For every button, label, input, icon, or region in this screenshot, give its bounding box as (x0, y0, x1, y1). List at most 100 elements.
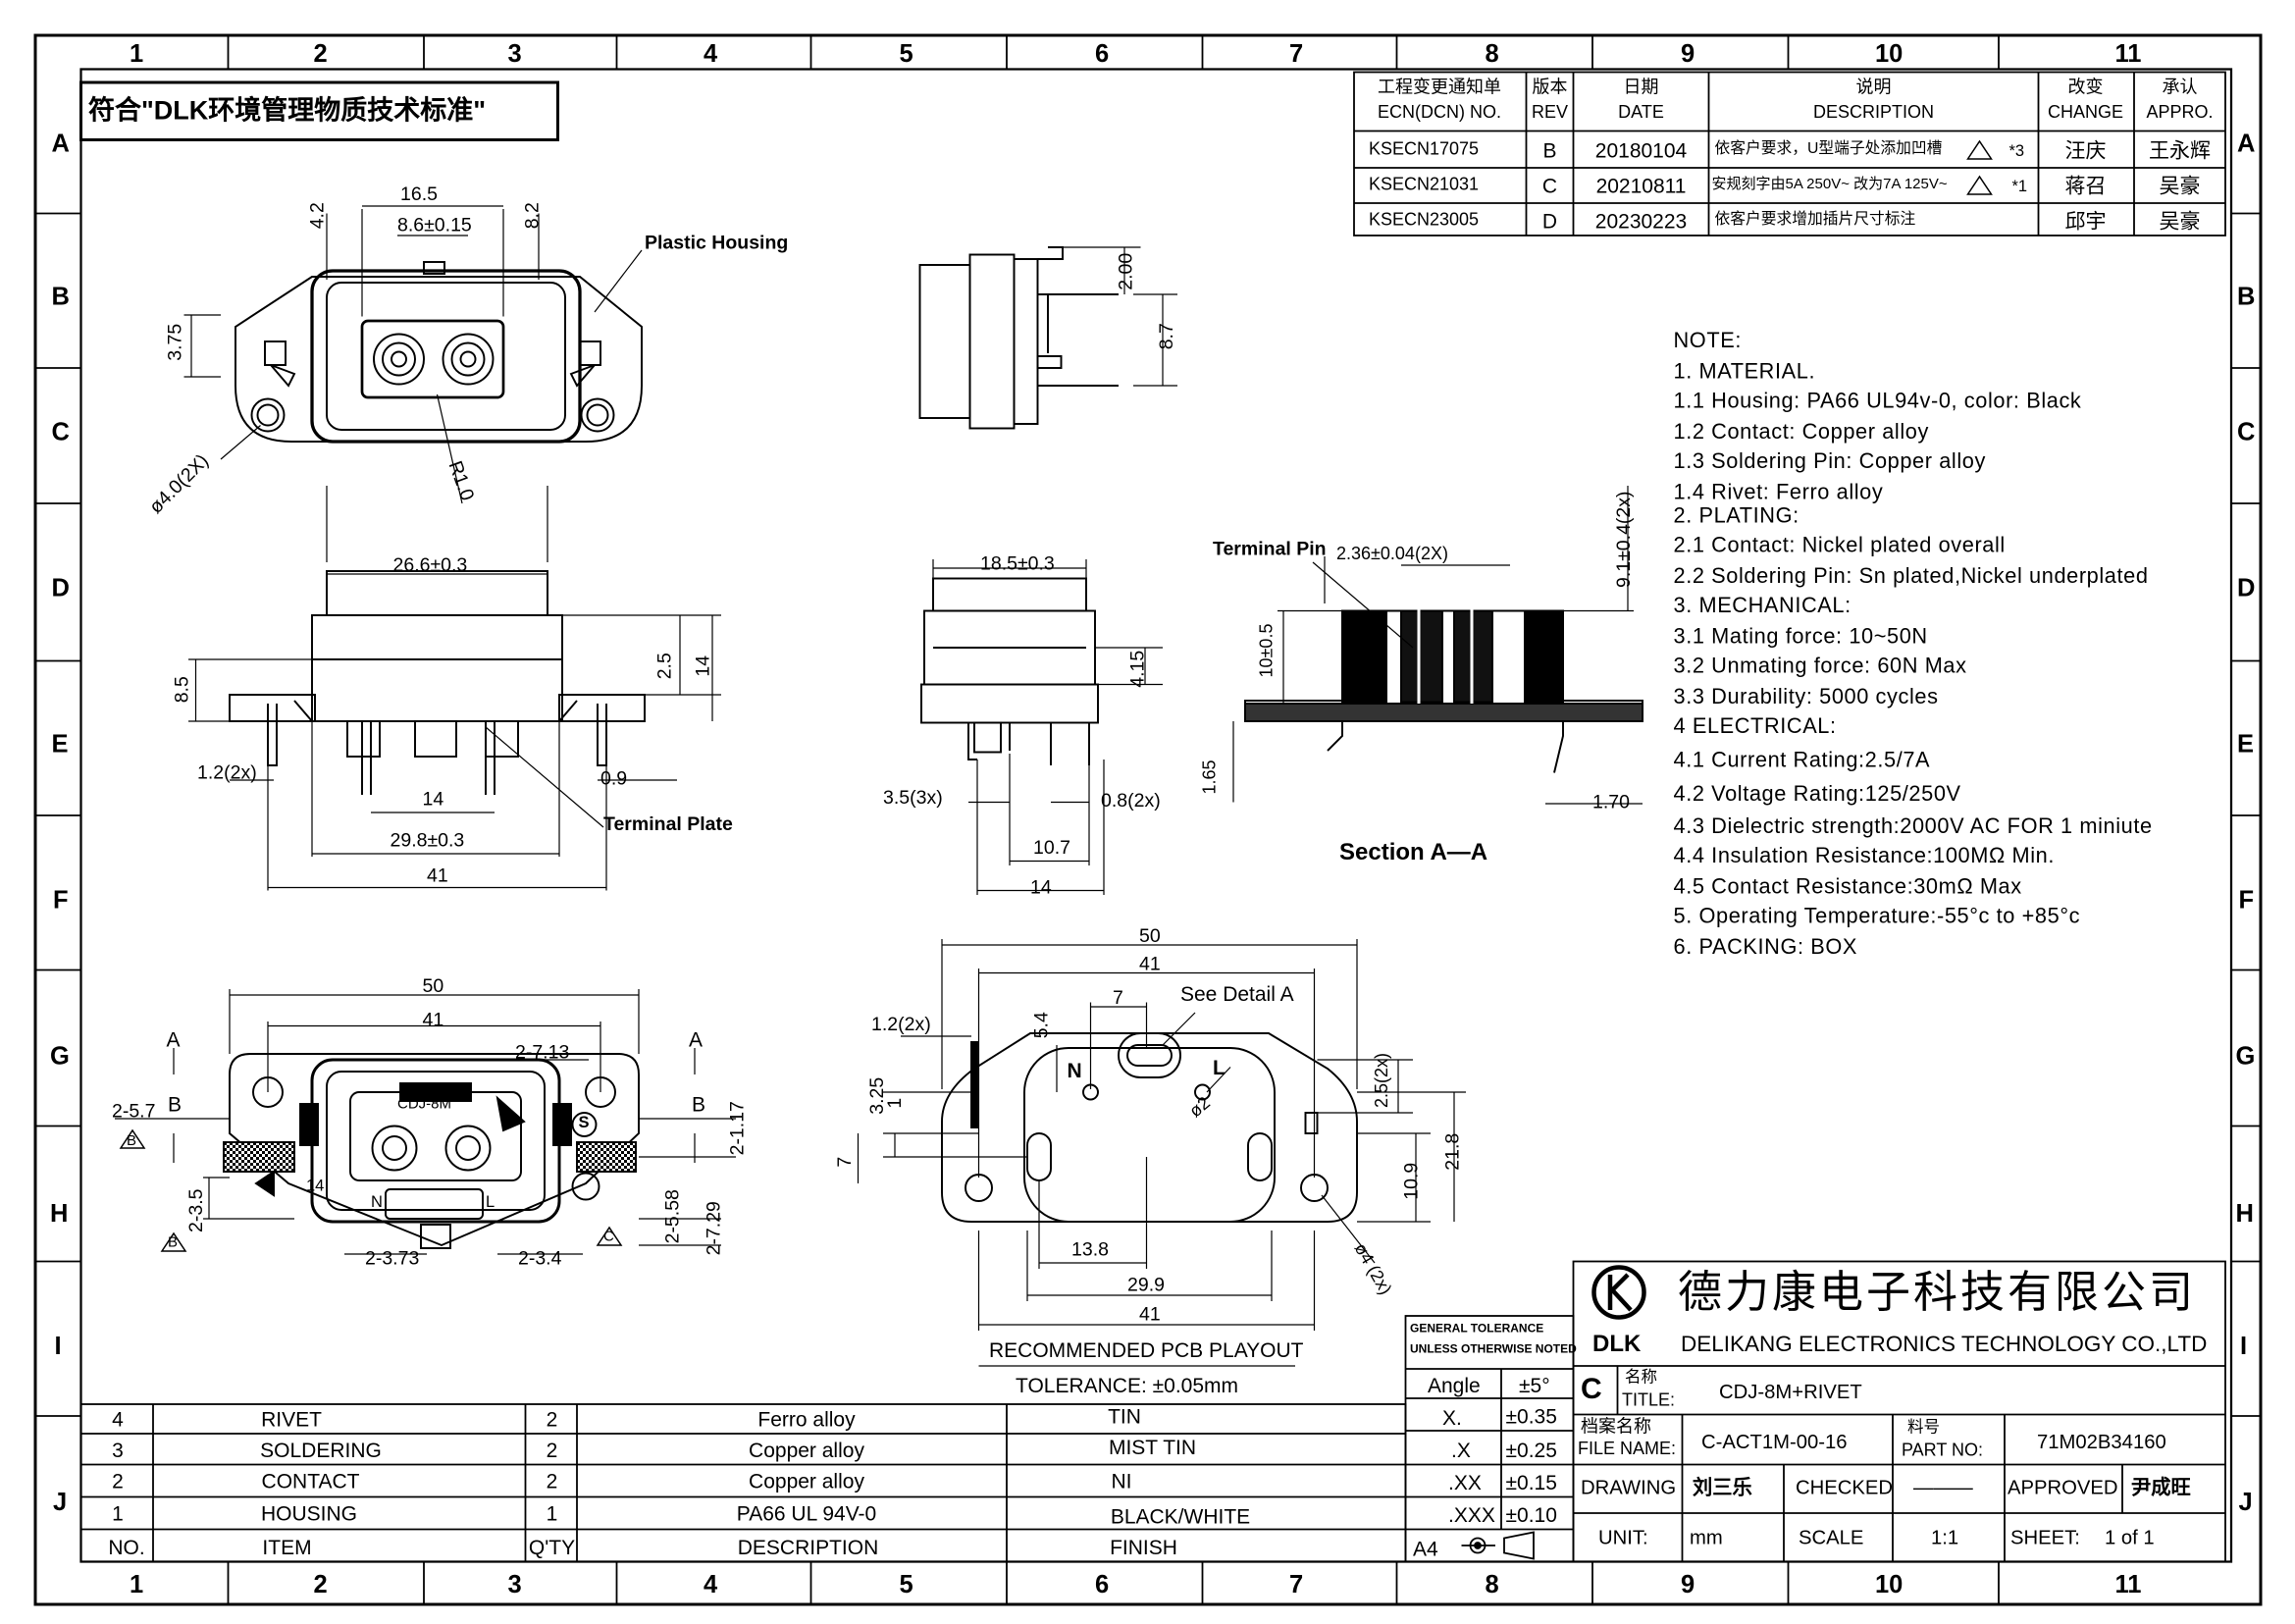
col-label-1: 1 (130, 39, 144, 68)
col-label-5-bottom: 5 (899, 1570, 913, 1598)
bom-row-no: 2 (112, 1469, 124, 1493)
top-view (183, 205, 643, 504)
note-line: 4.3 Dielectric strength:2000V AC FOR 1 m… (1673, 815, 2153, 839)
callout-terminal-pin: Terminal Pin (1213, 537, 1327, 559)
dim-1-2-pcb: 1.2(2x) (871, 1013, 931, 1035)
bom-row-desc: PA66 UL 94V-0 (736, 1501, 877, 1525)
file-label-en: FILE NAME: (1578, 1438, 1677, 1459)
tolerance-value: ±0.10 (1505, 1502, 1557, 1527)
note-line: NOTE: (1673, 330, 1742, 353)
rev-mark-c-icon: C (603, 1229, 614, 1245)
bom-row-item: HOUSING (260, 1501, 358, 1525)
tolerance-key: .XXX (1448, 1502, 1495, 1527)
bom-row-desc: Ferro alloy (757, 1407, 856, 1431)
dim-10-9: 10.9 (1399, 1162, 1423, 1200)
note-line: 2.2 Soldering Pin: Sn plated,Nickel unde… (1673, 565, 2149, 589)
tolerance-key: .XX (1448, 1470, 1482, 1494)
rev-row-note: *1 (2011, 178, 2028, 196)
tolerance-value: ±0.35 (1505, 1404, 1557, 1428)
triangle-c-icon (596, 1226, 623, 1246)
rev-row-rev: C (1541, 174, 1558, 197)
part-no: 71M02B34160 (2037, 1431, 2166, 1453)
col-label-8: 8 (1485, 39, 1499, 68)
col-label-10: 10 (1875, 39, 1904, 68)
tolerance-key: X. (1442, 1405, 1462, 1430)
tolerance-key: .X (1451, 1438, 1471, 1462)
bom-row-no: 4 (112, 1407, 124, 1431)
rev-row-date: 20230223 (1594, 209, 1688, 233)
row-label-c: C (51, 418, 70, 446)
rev-header-change-cn: 改变 (2067, 77, 2104, 97)
col-label-5: 5 (899, 39, 913, 68)
note-line: 1.2 Contact: Copper alloy (1673, 421, 1929, 445)
row-label-i-right: I (2240, 1332, 2248, 1360)
dim-8-6: 8.6±0.15 (397, 213, 472, 236)
section-mark-a-left: A (166, 1027, 181, 1051)
dim-13-8: 13.8 (1071, 1237, 1109, 1260)
bom-header-item: ITEM (262, 1535, 312, 1559)
row-label-d: D (51, 574, 70, 602)
row-label-e: E (51, 730, 69, 759)
bom-row-finish: MIST TIN (1108, 1435, 1197, 1459)
checked-by: ——— (1913, 1476, 1973, 1498)
row-label-i: I (54, 1332, 62, 1360)
dim-16-5: 16.5 (400, 183, 438, 205)
section-aa-view (1232, 486, 1643, 805)
col-label-2: 2 (313, 39, 328, 68)
sheet-size: A4 (1413, 1537, 1438, 1560)
row-label-a-right: A (2237, 130, 2256, 158)
rev-header-appro-en: APPRO. (2146, 101, 2214, 123)
mark-model: CDJ-8M (397, 1096, 452, 1113)
drawing-by: 刘三乐 (1693, 1476, 1752, 1498)
note-line: 4.2 Voltage Rating:125/250V (1673, 783, 1961, 807)
rev-row-note: *3 (2008, 142, 2025, 161)
dim-0-8-2x: 0.8(2x) (1101, 789, 1161, 812)
dim-2-5-2x: 2.5(2x) (1371, 1052, 1392, 1109)
dim-3-5-3x: 3.5(3x) (883, 786, 943, 809)
row-label-g-right: G (2235, 1042, 2256, 1071)
approved-label: APPROVED (2008, 1476, 2118, 1498)
note-line: 1.1 Housing: PA66 UL94v-0, color: Black (1673, 390, 2082, 414)
col-label-2-bottom: 2 (313, 1570, 328, 1598)
pcb-mark-n: N (1067, 1058, 1082, 1082)
callout-plastic-housing: Plastic Housing (645, 231, 789, 253)
dim-14-side: 14 (1030, 875, 1052, 898)
pcb-caption: RECOMMENDED PCB PLAYOUT (989, 1337, 1304, 1362)
front-view (188, 486, 721, 891)
rev-row-rev: B (1542, 138, 1557, 162)
row-label-f-right: F (2238, 886, 2255, 915)
rev-row-desc: 依客户要求增加插片尺寸标注 (1714, 210, 1916, 229)
dim-10-7: 10.7 (1033, 836, 1070, 859)
row-label-j-right: J (2238, 1488, 2253, 1516)
rev-row-appro: 吴豪 (2159, 174, 2201, 197)
rev-header-appro-cn: 承认 (2162, 77, 2198, 97)
col-label-9: 9 (1681, 39, 1695, 68)
dim-5-4: 5.4 (1029, 1012, 1052, 1039)
rev-row-desc: 依客户要求，U型端子处添加凹槽 (1714, 139, 1943, 158)
rev-row-appro: 王永辉 (2149, 138, 2211, 162)
side-view (920, 559, 1163, 895)
row-label-f: F (53, 886, 69, 915)
mark-14: 14 (306, 1178, 325, 1195)
rev-row-ecn: KSECN17075 (1369, 138, 1480, 159)
rev-row-change: 蒋召 (2064, 174, 2107, 197)
col-label-9-bottom: 9 (1681, 1570, 1695, 1598)
note-line: 2.1 Contact: Nickel plated overall (1673, 534, 2006, 558)
title-rev: C (1581, 1373, 1602, 1406)
dim-41-bottom: 41 (422, 1008, 444, 1030)
rev-header-date-cn: 日期 (1623, 77, 1659, 97)
title-label-cn: 名称 (1625, 1369, 1657, 1387)
dim-1-pcb: 1 (883, 1097, 906, 1109)
rev-row-rev: D (1541, 209, 1558, 233)
bom-row-qty: 2 (546, 1438, 558, 1462)
note-line: 3.3 Durability: 5000 cycles (1673, 686, 1939, 709)
note-line: 2. PLATING: (1673, 504, 1799, 529)
bom-row-desc: Copper alloy (749, 1438, 864, 1462)
logo-text: DLK (1592, 1332, 1642, 1357)
pcb-layout-view (857, 939, 1466, 1367)
rev-mark-b2-icon: B (168, 1234, 179, 1251)
col-label-10-bottom: 10 (1875, 1570, 1904, 1598)
